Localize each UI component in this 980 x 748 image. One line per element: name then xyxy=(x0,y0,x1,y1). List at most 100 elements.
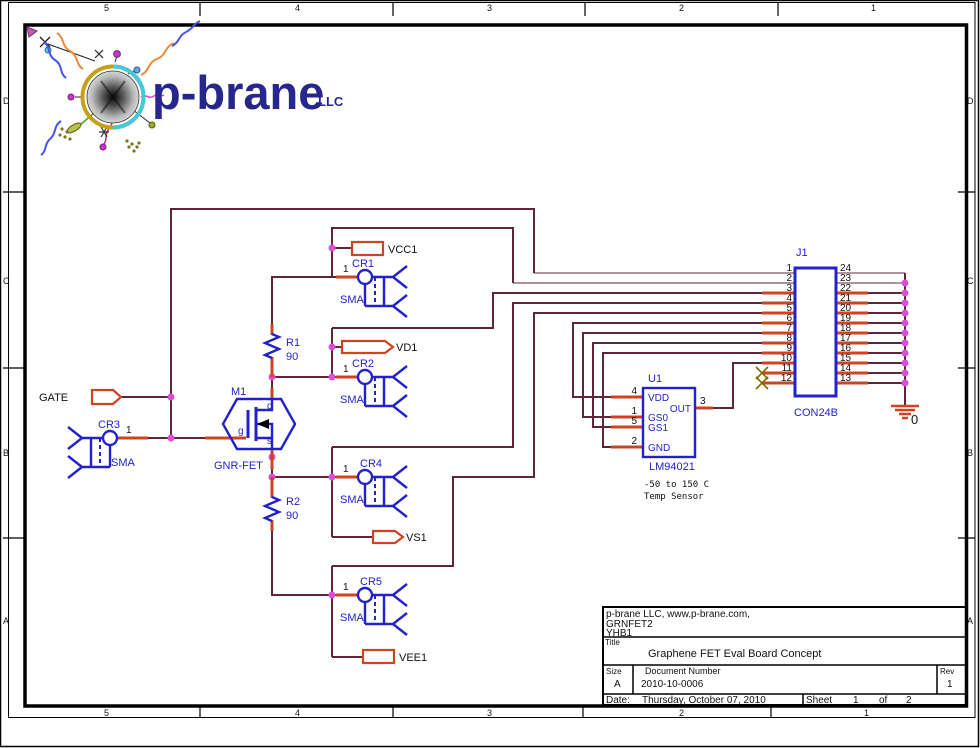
coax-center xyxy=(356,586,374,604)
ic-body xyxy=(641,386,697,459)
zone-bot-4: 4 xyxy=(295,708,300,718)
j1-pin-11: 11 xyxy=(782,363,793,374)
vee1-label: VEE1 xyxy=(399,652,427,664)
u1-pin-num-5: 5 xyxy=(631,416,637,427)
cr1-pin1: 1 xyxy=(343,264,349,275)
junction-dot xyxy=(167,434,175,442)
tb-rev: 1 xyxy=(947,679,953,690)
j1-pin-5: 5 xyxy=(786,303,792,314)
cr2-ref: CR2 xyxy=(352,358,374,370)
zone-left-C: C xyxy=(3,276,10,286)
j1-pin-4: 4 xyxy=(786,293,792,304)
j1-pin-21: 21 xyxy=(840,293,852,304)
vs1-label: VS1 xyxy=(406,532,427,544)
junction-dot xyxy=(901,319,909,327)
p-brane-logo: p-brane LLC xyxy=(26,20,344,156)
junction-dot xyxy=(328,473,336,481)
tb-company-line3: YHB1 xyxy=(606,628,633,639)
m1-ref: M1 xyxy=(231,386,246,398)
r2-ref: R2 xyxy=(286,496,300,508)
junction-dots xyxy=(167,244,909,599)
tb-doc-number: 2010-10-0006 xyxy=(641,679,704,690)
zone-right-C: C xyxy=(967,276,974,286)
u1-pin-gs1: GS1 xyxy=(648,423,668,434)
cr4-pin1: 1 xyxy=(343,464,349,475)
vd1-port: VD1 xyxy=(340,339,417,355)
u1-pin-gnd: GND xyxy=(648,443,670,454)
u1-part: LM94021 xyxy=(649,461,695,473)
zone-top-5: 5 xyxy=(104,3,109,13)
sma-cr5: 1 CR5 SMA xyxy=(336,576,408,636)
zone-right-A: A xyxy=(967,616,973,626)
ic-u1: U1 4 1 5 2 VDD GS0 GS1 GND OUT 3 LM94021… xyxy=(611,373,713,502)
r1-ref: R1 xyxy=(286,337,300,349)
tb-title-label: Title xyxy=(605,638,620,647)
j1-pin-9: 9 xyxy=(786,343,792,354)
j1-ref: J1 xyxy=(796,247,808,259)
junction-dot xyxy=(167,393,175,401)
j1-pin-14: 14 xyxy=(840,363,852,374)
junction-dot xyxy=(901,289,909,297)
j1-pin-23: 23 xyxy=(840,273,852,284)
fet-body-hexagon xyxy=(221,397,297,451)
cr3-ref: CR3 xyxy=(98,419,120,431)
zone-top-4: 4 xyxy=(295,3,300,13)
net-u1-gs0-wire xyxy=(582,332,762,418)
fet-arrow xyxy=(257,419,269,429)
vs1-port: VS1 xyxy=(371,529,427,545)
connector-j1: J1 CON24B 1 2 3 4 5 6 7 8 9 10 11 12 24 … xyxy=(755,247,868,419)
j1-pin-3: 3 xyxy=(786,283,792,294)
u1-note-type: Temp Sensor xyxy=(644,492,704,502)
j1-pin-19: 19 xyxy=(840,313,852,324)
u1-pin-gs0: GS0 xyxy=(648,413,668,424)
j1-pin-18: 18 xyxy=(840,323,852,334)
j1-right-pin-numbers: 24 23 22 21 20 19 18 17 16 15 14 13 xyxy=(840,263,852,384)
net-gate-wire xyxy=(121,208,535,439)
connector-body xyxy=(793,266,838,398)
resistor-zigzag xyxy=(261,332,283,360)
junction-dot xyxy=(328,591,336,599)
tb-company-line2: GRNFET2 xyxy=(606,619,653,630)
junction-dot xyxy=(901,379,909,387)
resistor-zigzag xyxy=(261,495,283,523)
coax-center xyxy=(356,368,374,386)
tb-sheet-label: Sheet xyxy=(806,695,832,706)
tb-title: Graphene FET Eval Board Concept xyxy=(648,648,821,660)
net-vee-wire xyxy=(271,312,762,658)
cr1-ref: CR1 xyxy=(352,258,374,270)
u1-pin-vdd: VDD xyxy=(648,393,669,404)
j1-pin-22: 22 xyxy=(840,283,852,294)
zone-left-B: B xyxy=(3,448,9,458)
cr4-value: SMA xyxy=(340,494,365,506)
sma-cr1: 1 CR1 SMA xyxy=(336,258,408,318)
fet-m1: d g s M1 GNR-FET xyxy=(205,386,297,472)
junction-dot xyxy=(901,369,909,377)
j1-part: CON24B xyxy=(794,407,838,419)
u1-pin-out: OUT xyxy=(670,404,691,415)
zone-left-A: A xyxy=(3,616,9,626)
vcc1-label: VCC1 xyxy=(388,244,417,256)
u1-pin-num-2: 2 xyxy=(631,436,637,447)
j1-pin-13: 13 xyxy=(840,373,852,384)
outer-frame xyxy=(8,2,976,718)
junction-dot xyxy=(328,244,336,252)
r1-value: 90 xyxy=(286,351,298,363)
zone-bot-5: 5 xyxy=(104,708,109,718)
dot-cluster xyxy=(58,127,72,141)
j1-pin-12: 12 xyxy=(781,373,793,384)
junction-dot xyxy=(901,349,909,357)
tb-rev-label: Rev xyxy=(940,667,954,676)
tb-sheet-total: 2 xyxy=(906,695,912,706)
gate-port-label: GATE xyxy=(39,392,68,404)
j1-pin-7: 7 xyxy=(786,323,792,334)
zone-top-1: 1 xyxy=(871,3,876,13)
vcc1-symbol: VCC1 xyxy=(350,240,417,257)
ground-label: 0 xyxy=(911,412,918,427)
m1-pin-s: s xyxy=(267,436,272,447)
zone-bot-2: 2 xyxy=(679,708,684,718)
m1-pin-d: d xyxy=(267,401,273,412)
port-shape xyxy=(90,388,123,406)
cr2-pin1: 1 xyxy=(343,364,349,375)
zone-right-D: D xyxy=(967,96,974,106)
